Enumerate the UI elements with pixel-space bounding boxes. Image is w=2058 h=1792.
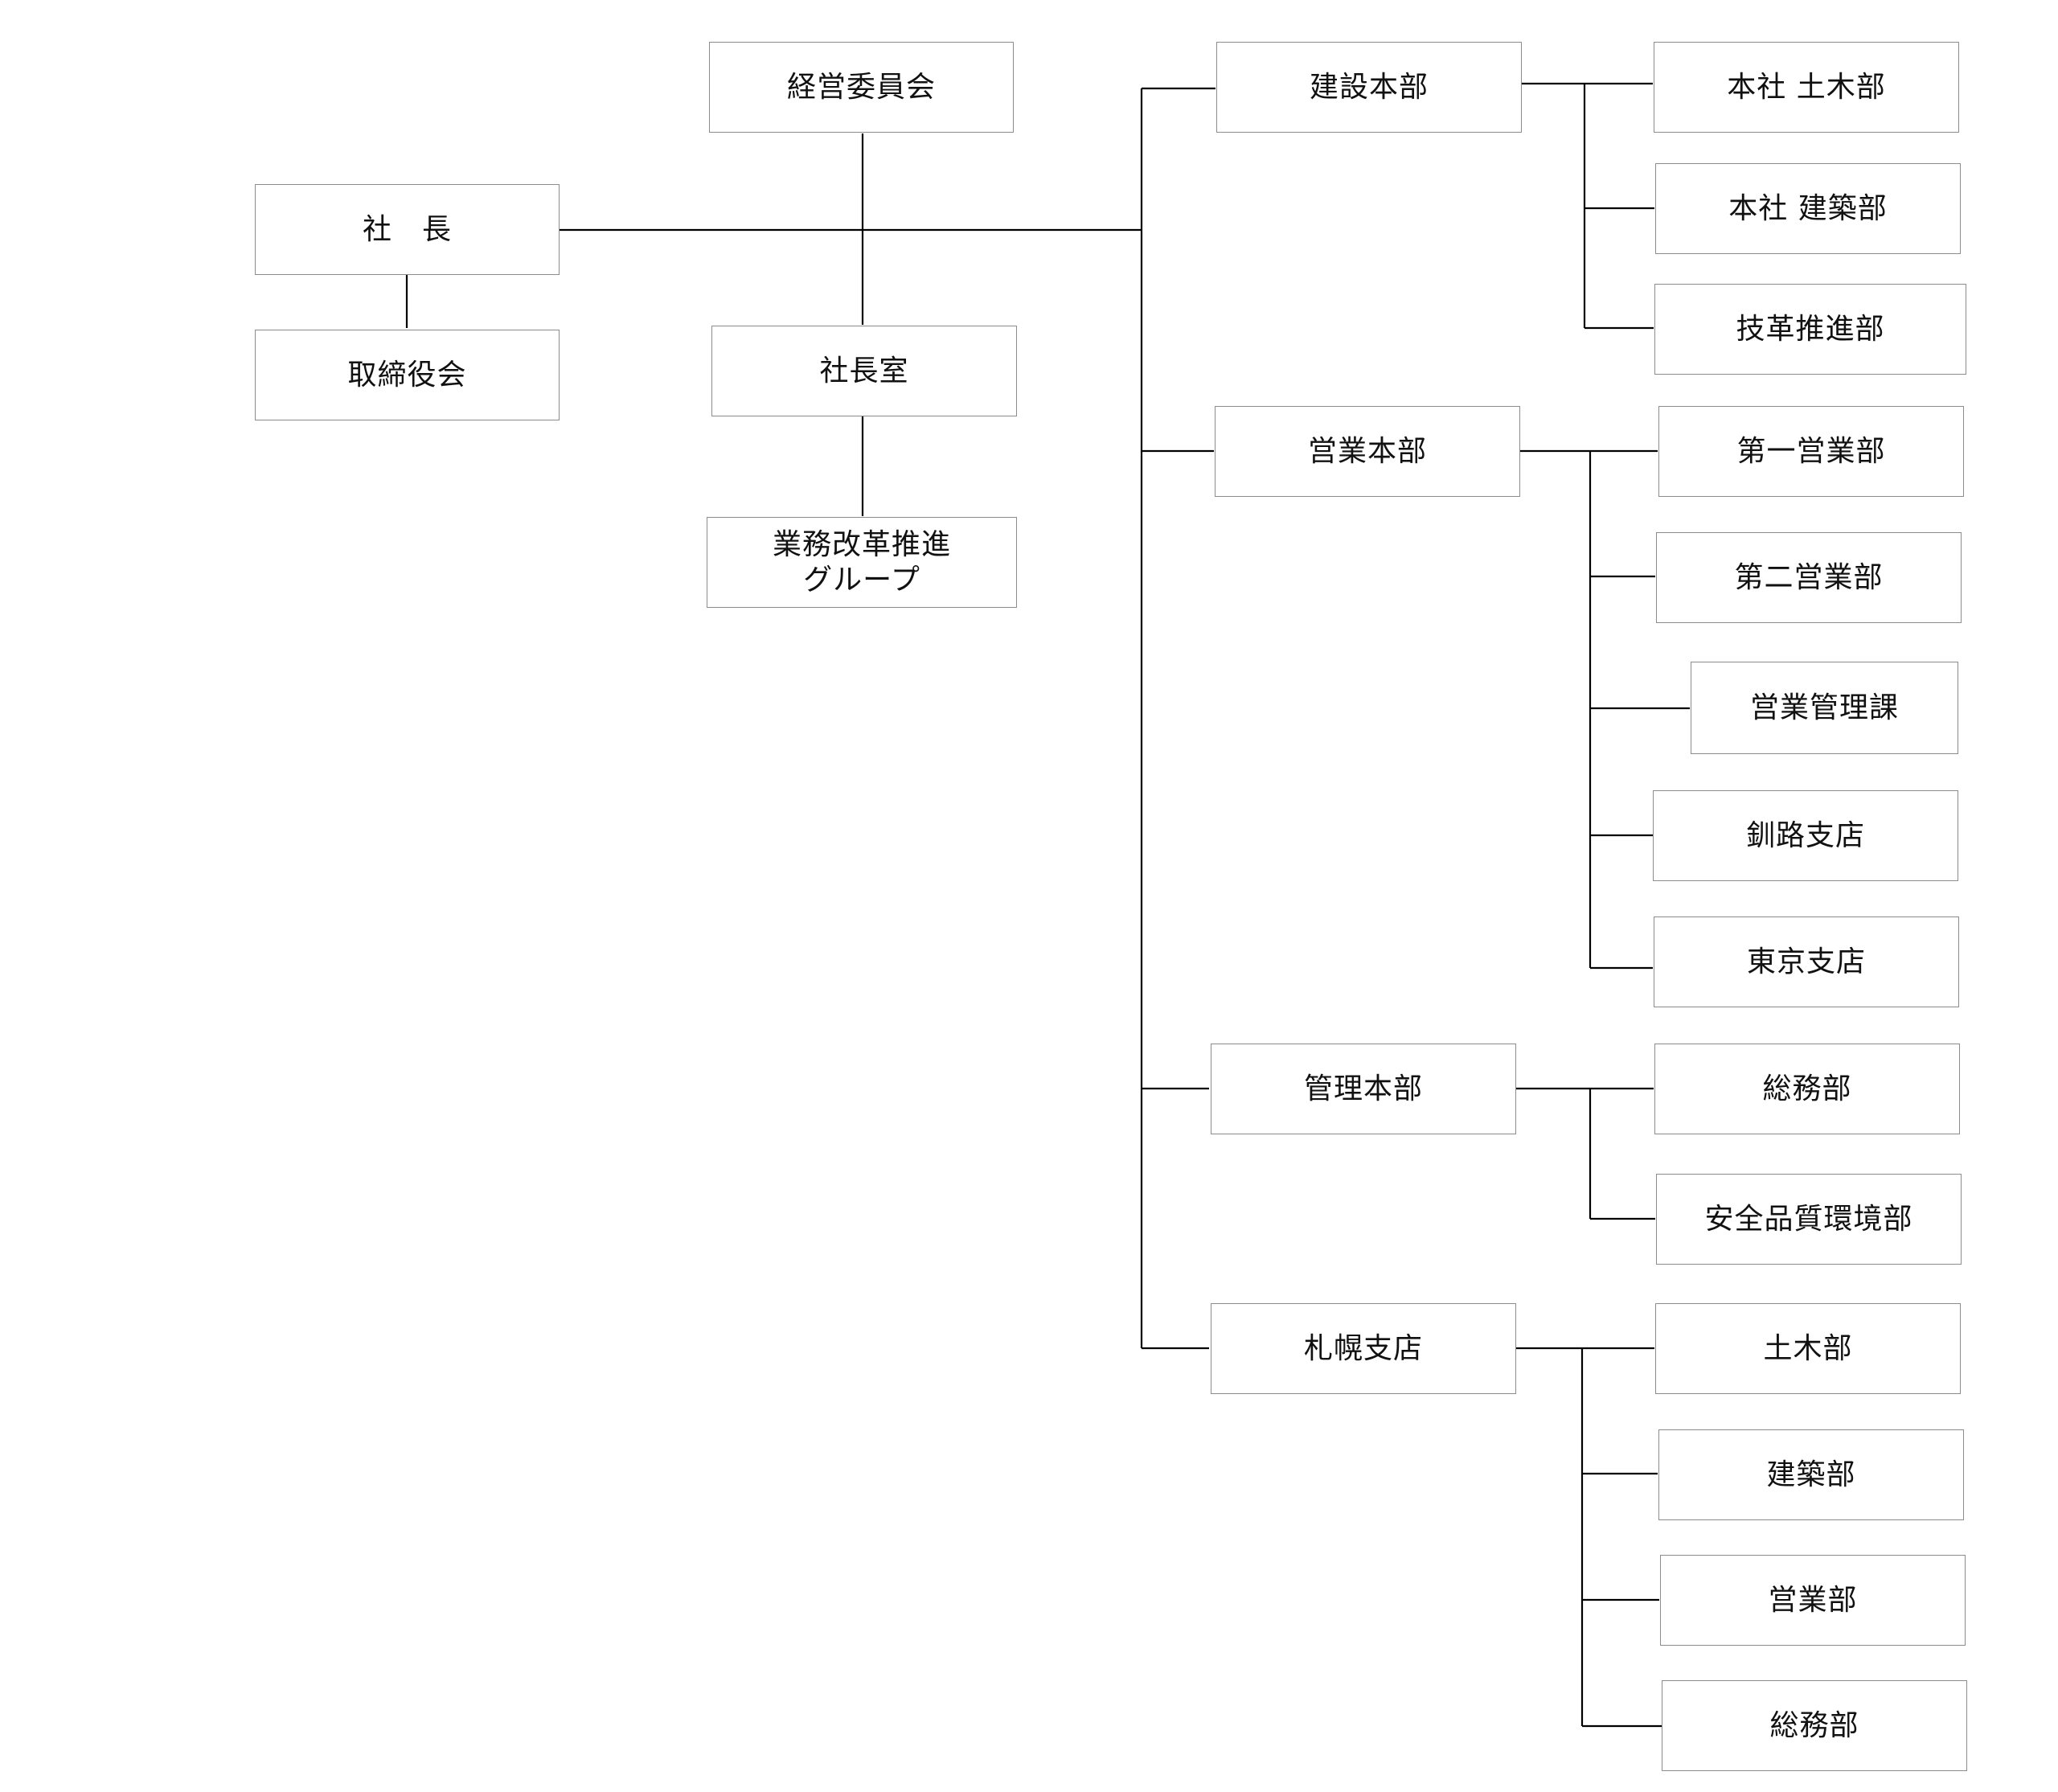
president-box: 社 長 xyxy=(255,184,560,275)
reform-group-label: 業務改革推進 グループ xyxy=(772,527,951,597)
safety-quality-label: 安全品質環境部 xyxy=(1704,1202,1913,1236)
reform-group-box: 業務改革推進 グループ xyxy=(707,517,1017,608)
sapporo-architecture-label: 建築部 xyxy=(1766,1458,1856,1491)
sapporo-civil-box: 土木部 xyxy=(1655,1303,1961,1394)
sales-dept-2-label: 第二営業部 xyxy=(1734,560,1884,594)
management-committee-label: 経営委員会 xyxy=(786,70,936,104)
safety-quality-box: 安全品質環境部 xyxy=(1656,1174,1962,1265)
kushiro-branch-box: 釧路支店 xyxy=(1653,790,1958,881)
sales-hq-box: 営業本部 xyxy=(1215,406,1520,497)
sapporo-architecture-box: 建築部 xyxy=(1658,1429,1964,1520)
presidents-office-box: 社長室 xyxy=(711,326,1017,416)
general-affairs-label: 総務部 xyxy=(1762,1072,1852,1105)
civil-dept-label: 本社 土木部 xyxy=(1727,70,1886,104)
construction-hq-box: 建設本部 xyxy=(1216,42,1522,133)
tech-innovation-label: 技革推進部 xyxy=(1736,312,1885,346)
sales-hq-label: 営業本部 xyxy=(1307,434,1427,468)
kushiro-branch-label: 釧路支店 xyxy=(1745,818,1865,852)
sapporo-branch-box: 札幌支店 xyxy=(1211,1303,1516,1394)
tech-innovation-box: 技革推進部 xyxy=(1654,284,1966,375)
construction-hq-label: 建設本部 xyxy=(1309,70,1429,104)
sales-dept-2-box: 第二営業部 xyxy=(1656,532,1962,623)
sales-management-label: 営業管理課 xyxy=(1749,691,1899,724)
sapporo-branch-label: 札幌支店 xyxy=(1303,1331,1423,1365)
sales-dept-1-box: 第一営業部 xyxy=(1658,406,1964,497)
civil-dept-box: 本社 土木部 xyxy=(1654,42,1959,133)
sapporo-general-affairs-label: 総務部 xyxy=(1769,1708,1859,1742)
architecture-dept-box: 本社 建築部 xyxy=(1655,163,1961,254)
presidents-office-label: 社長室 xyxy=(819,354,909,388)
sapporo-civil-label: 土木部 xyxy=(1763,1331,1853,1365)
admin-hq-label: 管理本部 xyxy=(1303,1072,1423,1105)
sales-management-box: 営業管理課 xyxy=(1691,662,1958,754)
general-affairs-box: 総務部 xyxy=(1654,1044,1960,1134)
management-committee-box: 経営委員会 xyxy=(709,42,1014,133)
board-label: 取締役会 xyxy=(347,358,467,392)
board-box: 取締役会 xyxy=(255,330,560,420)
president-label: 社 長 xyxy=(362,212,452,246)
architecture-dept-label: 本社 建築部 xyxy=(1728,191,1888,225)
tokyo-branch-label: 東京支店 xyxy=(1746,945,1866,978)
admin-hq-box: 管理本部 xyxy=(1211,1044,1516,1134)
sapporo-sales-label: 営業部 xyxy=(1768,1583,1858,1617)
sapporo-general-affairs-box: 総務部 xyxy=(1662,1680,1967,1771)
sapporo-sales-box: 営業部 xyxy=(1660,1555,1966,1646)
tokyo-branch-box: 東京支店 xyxy=(1654,917,1959,1007)
sales-dept-1-label: 第一営業部 xyxy=(1736,434,1886,468)
